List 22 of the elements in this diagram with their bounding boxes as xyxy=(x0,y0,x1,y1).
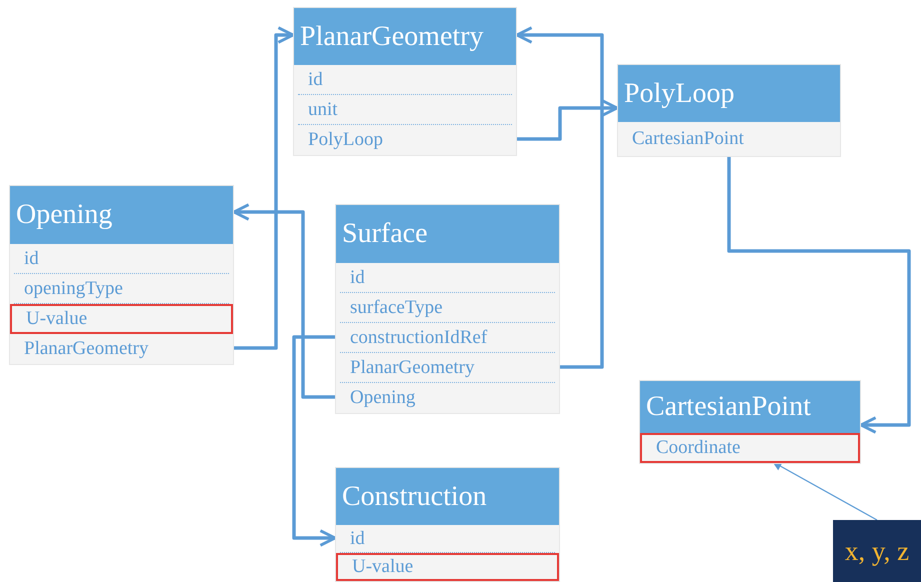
connector-arrow xyxy=(232,203,335,399)
highlighted-attribute-row: Coordinate xyxy=(640,433,860,463)
connector-arrow xyxy=(727,155,911,434)
class-table xyxy=(293,7,517,156)
connector-arrow xyxy=(517,99,618,141)
class-header: CartesianPoint xyxy=(640,381,860,433)
class-header: Construction xyxy=(336,468,559,525)
highlighted-attribute-row: U-value xyxy=(10,304,233,334)
class-header: Opening xyxy=(10,186,233,244)
value-box: x, y, z xyxy=(833,520,921,582)
class-table xyxy=(9,185,234,365)
class-header: PlanarGeometry xyxy=(294,8,516,65)
highlighted-attribute-row: U-value xyxy=(336,553,559,581)
class-table xyxy=(617,64,841,157)
class-header: Surface xyxy=(336,205,559,263)
class-table xyxy=(335,467,560,582)
class-table xyxy=(335,204,560,414)
connector-arrow xyxy=(516,26,604,369)
class-header: PolyLoop xyxy=(618,65,840,122)
class-table xyxy=(639,380,861,464)
connector-arrow xyxy=(234,26,294,350)
connector-arrow xyxy=(292,335,336,547)
